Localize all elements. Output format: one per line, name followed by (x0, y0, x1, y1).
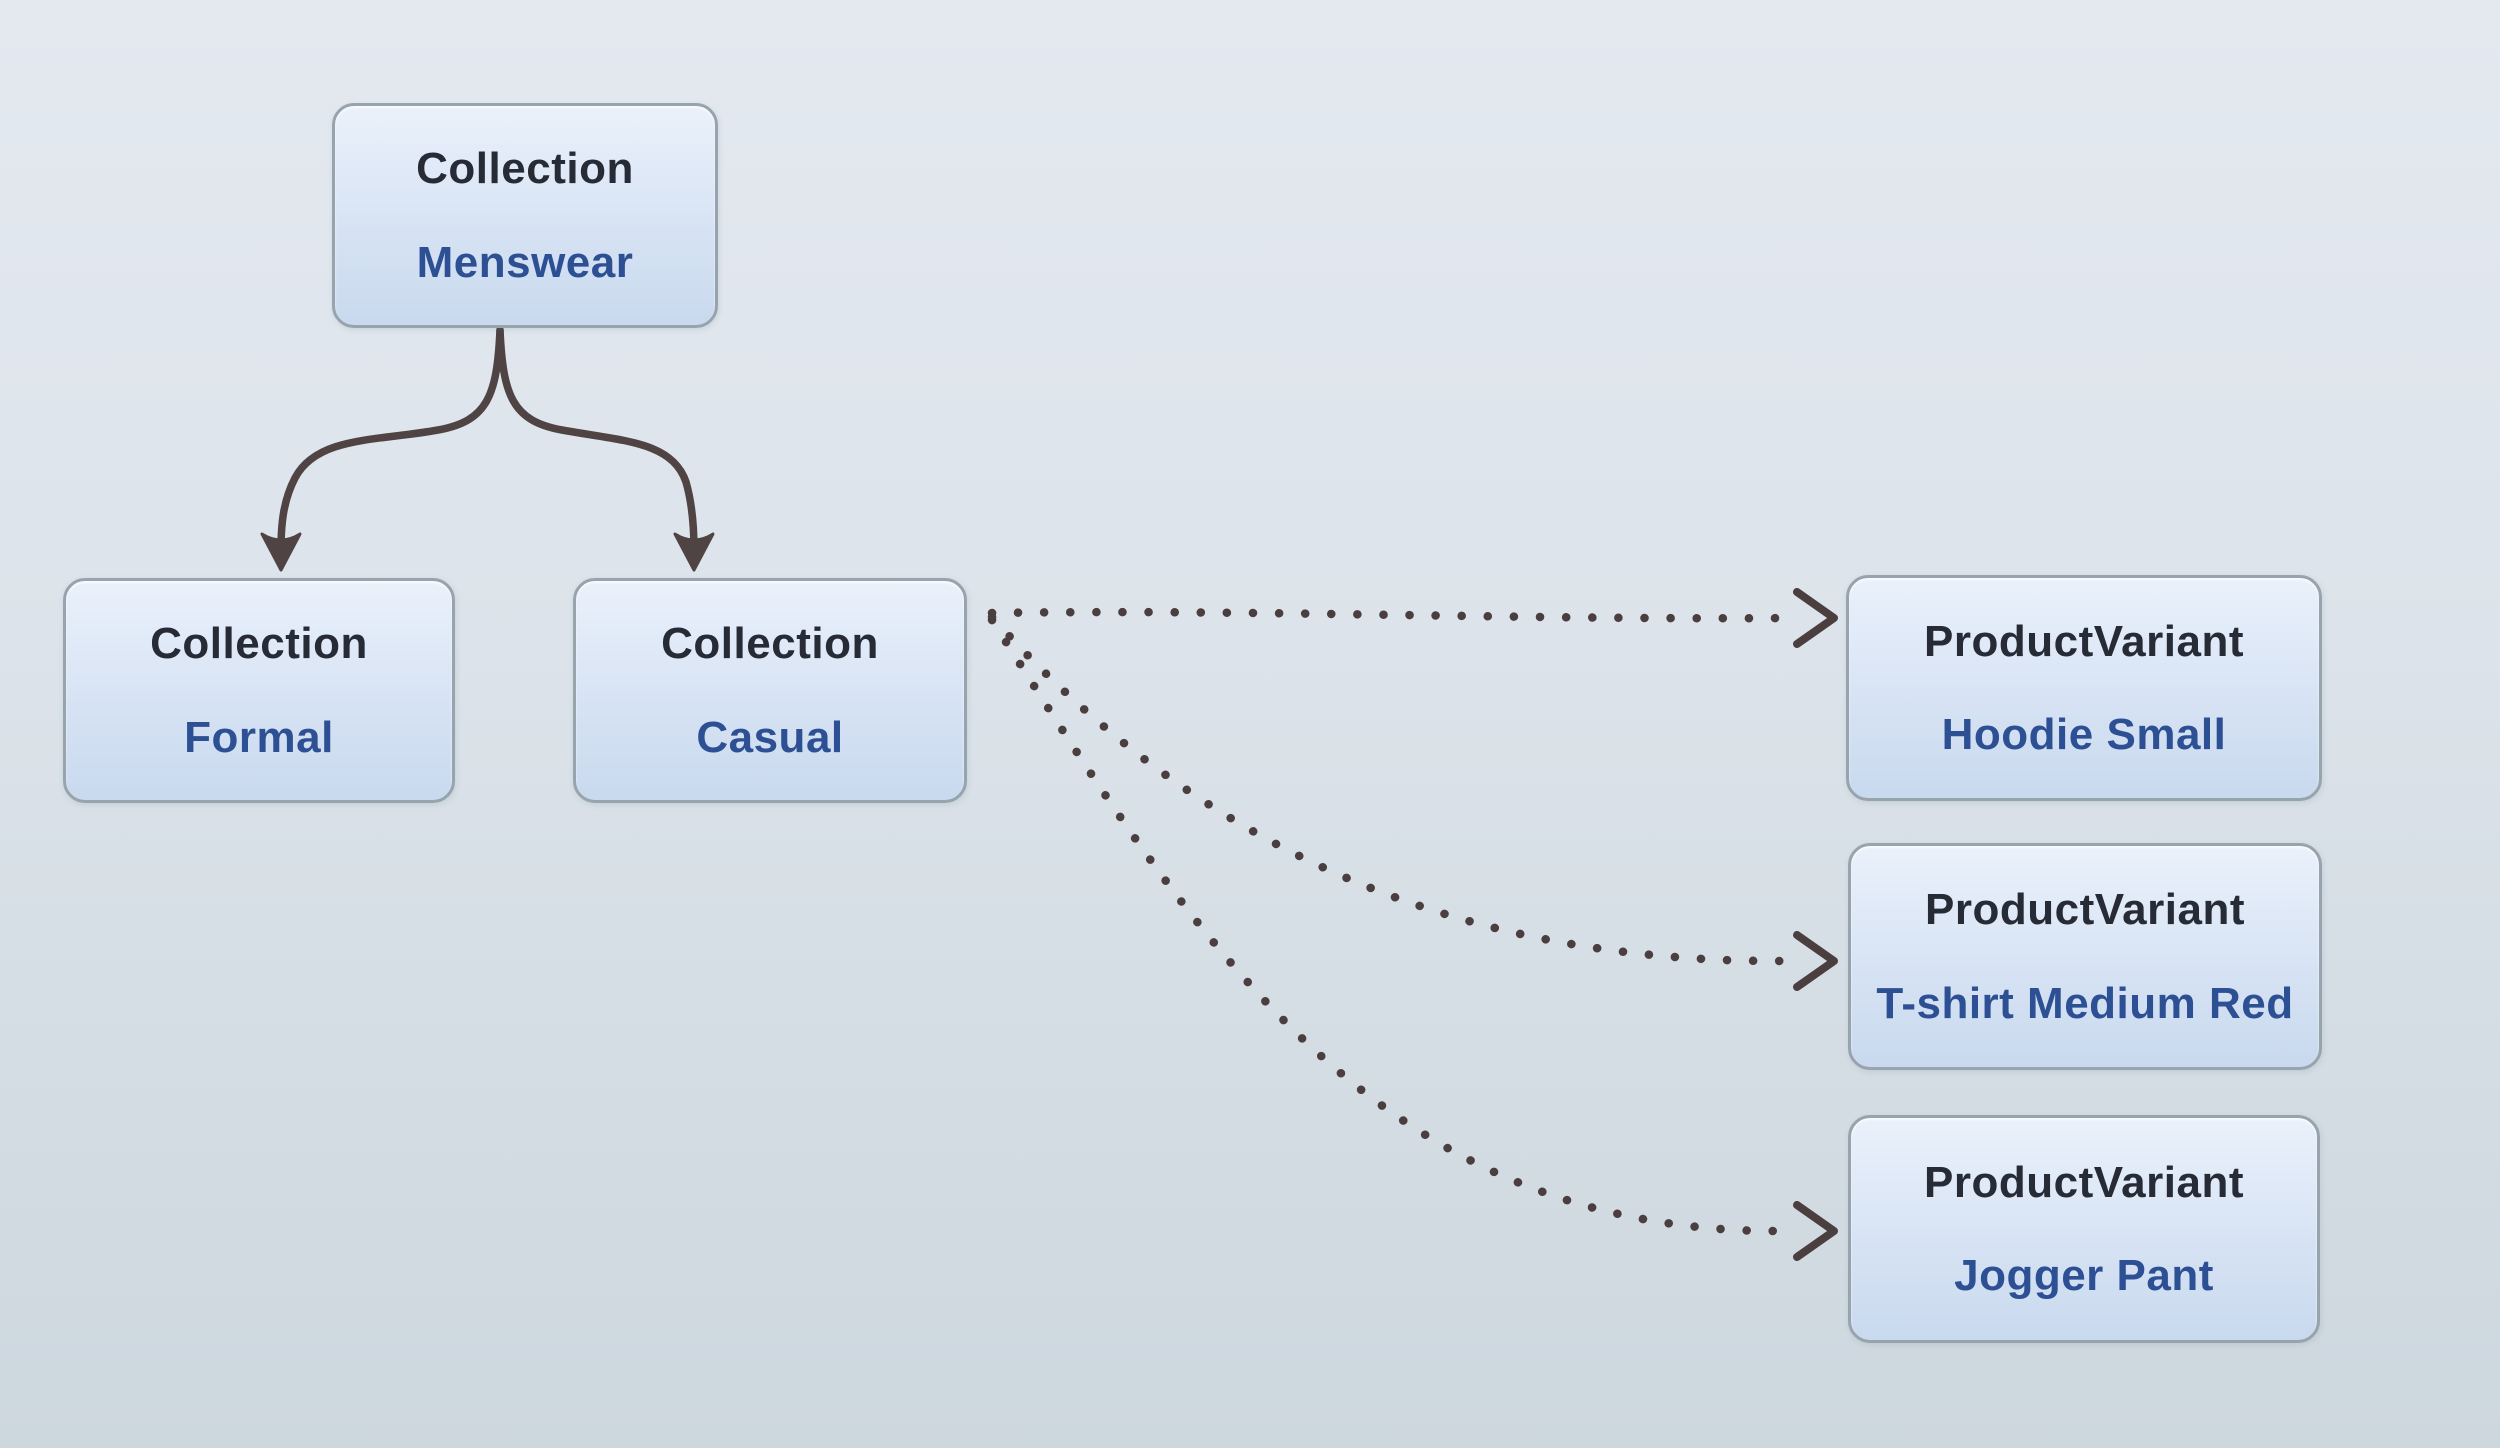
arrowhead-down-icon (673, 532, 715, 572)
arrowhead-down-icon (260, 532, 302, 572)
node-collection-formal: Collection Formal (63, 578, 455, 803)
node-collection-casual: Collection Casual (573, 578, 967, 803)
node-name-label: Hoodie Small (1941, 710, 2227, 759)
node-name-label: Formal (184, 712, 334, 762)
node-type-label: Collection (661, 619, 879, 669)
edge-line (277, 326, 504, 554)
node-collection-menswear: Collection Menswear (332, 103, 718, 328)
arrowhead-right-icon (1793, 588, 1838, 648)
node-variant-hoodie-small: ProductVariant Hoodie Small (1846, 575, 2322, 801)
edge-casual-tshirt (987, 612, 1838, 991)
node-name-label: Casual (696, 712, 844, 762)
node-type-label: ProductVariant (1924, 616, 2244, 666)
arrowhead-right-icon (1793, 1201, 1838, 1261)
node-type-label: Collection (150, 619, 368, 669)
node-name-label: Menswear (416, 237, 634, 287)
node-variant-jogger-pant: ProductVariant Jogger Pant (1848, 1115, 2320, 1343)
edge-casual-hoodie (987, 588, 1838, 648)
node-type-label: ProductVariant (1925, 885, 2245, 935)
edge-menswear-formal (260, 326, 504, 572)
node-type-label: Collection (416, 144, 634, 194)
edge-dotted-line (987, 607, 1793, 623)
node-name-label: Jogger Pant (1954, 1251, 2214, 1300)
node-name-label: T-shirt Medium Red (1876, 978, 2294, 1028)
node-type-label: ProductVariant (1924, 1157, 2244, 1207)
arrowhead-right-icon (1793, 931, 1838, 991)
edge-line (496, 326, 698, 554)
edge-dotted-line (987, 615, 1791, 1236)
edge-casual-jogger (987, 615, 1838, 1261)
edge-menswear-casual (496, 326, 715, 572)
node-variant-tshirt-medium-red: ProductVariant T-shirt Medium Red (1848, 843, 2322, 1070)
edge-dotted-line (987, 612, 1791, 966)
